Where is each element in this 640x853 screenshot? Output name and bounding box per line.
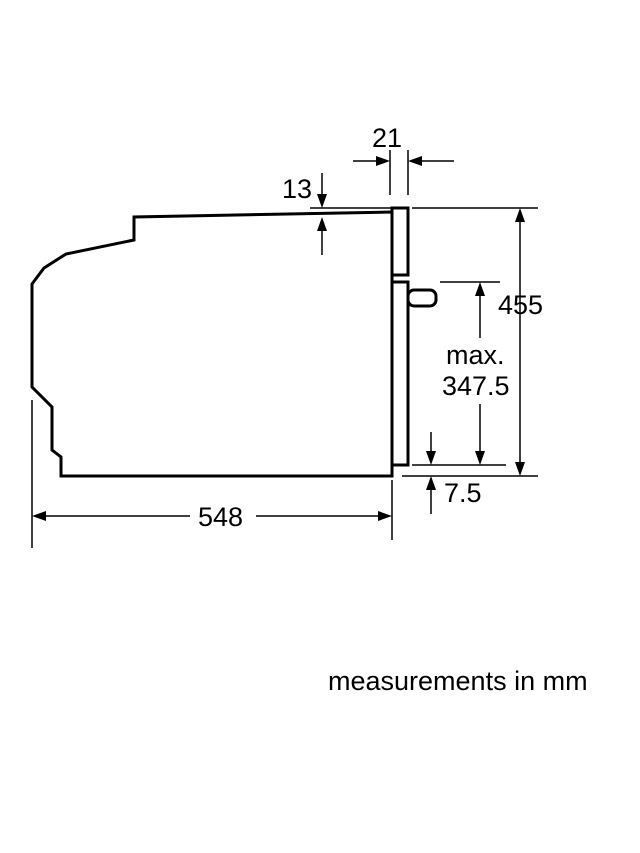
dim-347-5-label-line1: max. — [446, 340, 505, 370]
dim-7-5: 7.5 — [426, 432, 482, 514]
appliance-body-outline — [30, 210, 394, 478]
dim-13-label: 13 — [282, 174, 312, 204]
dim-21: 21 — [353, 123, 454, 195]
dim-7-5-label: 7.5 — [444, 478, 482, 508]
front-panel — [390, 206, 410, 277]
dim-347-5: max. 347.5 — [412, 281, 510, 466]
door-frame — [390, 275, 410, 476]
door-handle — [406, 288, 438, 308]
dim-548-label: 548 — [198, 502, 243, 532]
dim-455-label: 455 — [498, 290, 543, 320]
dim-21-label: 21 — [372, 123, 402, 153]
dim-548: 548 — [31, 400, 393, 548]
units-note: measurements in mm — [328, 666, 588, 696]
dim-347-5-label-line2: 347.5 — [442, 371, 510, 401]
dim-13: 13 — [282, 173, 392, 255]
dim-455: 455 — [402, 207, 543, 477]
